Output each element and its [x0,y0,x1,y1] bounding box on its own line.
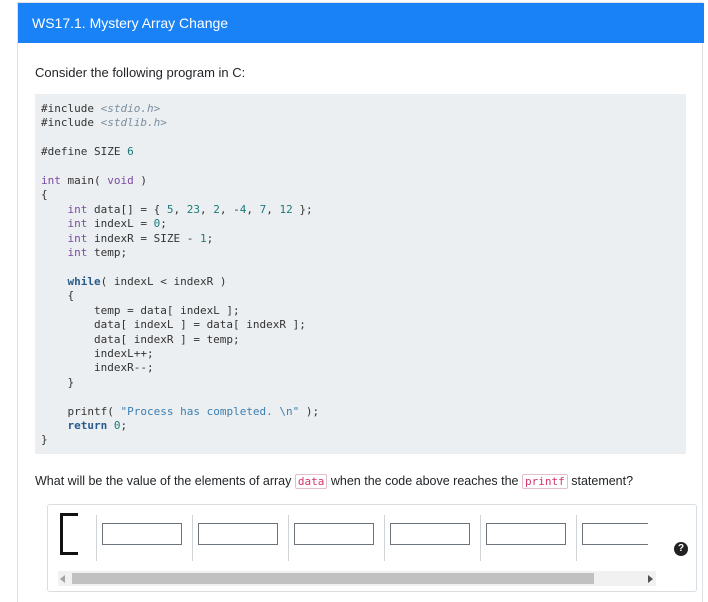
inline-code-printf: printf [521,474,568,489]
element-input-3[interactable] [390,523,470,545]
code-line [41,131,686,145]
code-line: data[ indexL ] = data[ indexR ]; [41,318,306,332]
code-line: indexL++; [41,346,154,360]
element-input-0[interactable] [102,523,182,545]
element-input-4[interactable] [486,523,566,545]
code-line: printf( "Process has completed. \n" ); [41,404,320,418]
question-circle-icon[interactable]: ? [674,542,688,556]
scrollbar-thumb[interactable] [72,573,594,584]
array-cell [480,515,576,561]
code-line [41,160,686,174]
code-line: int temp; [67,246,128,260]
array-cell [576,515,648,561]
scroll-right-arrow-icon[interactable] [648,575,653,583]
question-text: What will be the value of the elements o… [35,474,634,489]
question-middle: when the code above reaches the [330,474,519,488]
code-line: #include <stdio.h> [41,102,161,115]
code-line: int data[] = { 5, 23, 2, -4, 7, 12 }; [67,202,313,216]
code-line: temp = data[ indexL ]; [41,303,240,317]
code-line: data[ indexR ] = temp; [41,332,240,346]
code-line [41,260,686,274]
answer-strip [48,505,648,569]
open-bracket-icon [60,513,80,555]
inline-code-data: data [294,474,328,489]
question-after: statement? [571,474,634,488]
code-line [41,390,686,404]
code-line: #include <stdlib.h> [41,116,167,130]
question-before: What will be the value of the elements o… [35,474,292,488]
code-line: int indexL = 0; [67,217,167,231]
code-line: return 0; [67,418,128,432]
array-cell [96,515,192,561]
code-line: #define SIZE 6 [41,145,134,159]
element-input-1[interactable] [198,523,278,545]
code-block: #include <stdio.h>#include <stdlib.h> #d… [35,94,686,454]
array-cell [192,515,288,561]
answer-area: ? [47,504,697,592]
exercise-title: WS17.1. Mystery Array Change [32,15,229,31]
code-line: { [41,289,75,303]
array-cell [288,515,384,561]
exercise-card: WS17.1. Mystery Array Change Consider th… [17,2,704,602]
card-header: WS17.1. Mystery Array Change [18,3,704,43]
code-line: int main( void ) [41,174,147,188]
element-input-5[interactable] [582,523,648,545]
horizontal-scrollbar[interactable] [58,571,656,586]
code-line: } [41,433,48,447]
code-line: while( indexL < indexR ) [67,274,227,288]
scroll-left-arrow-icon[interactable] [60,575,65,583]
code-line: } [41,375,75,389]
intro-text: Consider the following program in C: [35,65,246,80]
code-line: int indexR = SIZE - 1; [67,231,214,245]
code-line: indexR--; [41,361,154,375]
code-line: { [41,188,48,202]
element-input-2[interactable] [294,523,374,545]
code-listing: #include <stdio.h>#include <stdlib.h> #d… [41,102,686,448]
array-cell [384,515,480,561]
